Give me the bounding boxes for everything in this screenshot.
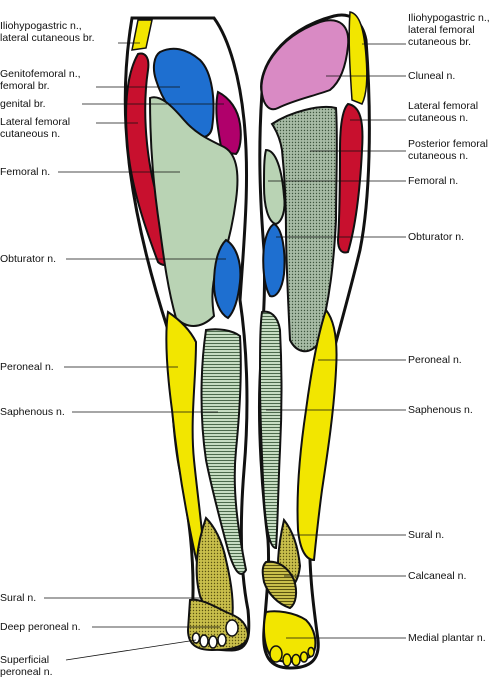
label-right-peroneal: Peroneal n.	[408, 354, 462, 366]
label-left-genitofemoral-femoral-br: Genitofemoral n.,femoral br.	[0, 68, 81, 92]
label-right-obturator: Obturator n.	[408, 231, 465, 243]
right-calcaneal-region	[261, 560, 298, 610]
label-right-calcaneal: Calcaneal n.	[408, 570, 467, 582]
left-iliohypogastric-region	[131, 19, 153, 51]
left-obturator-region	[212, 238, 242, 320]
label-right-femoral: Femoral n.	[408, 175, 459, 187]
right-peroneal-region	[296, 307, 338, 562]
left-genital-branch-region	[215, 90, 242, 156]
right-leader-lines	[266, 43, 406, 639]
right-obturator-region	[262, 222, 286, 298]
label-right-saphenous: Saphenous n.	[408, 404, 473, 416]
label-left-saphenous: Saphenous n.	[0, 406, 65, 418]
left-leader-lines	[44, 42, 226, 661]
right-leg-posterior	[257, 11, 371, 670]
label-left-iliohypogastric-lateral-cutaneous-br: Iliohypogastric n.,lateral cutaneous br.	[0, 20, 95, 44]
label-right-medial-plantar: Medial plantar n.	[408, 632, 486, 644]
label-right-cluneal: Cluneal n.	[408, 70, 456, 82]
label-left-obturator: Obturator n.	[0, 253, 57, 265]
label-left-deep-peroneal: Deep peroneal n.	[0, 621, 81, 633]
label-left-peroneal: Peroneal n.	[0, 361, 54, 373]
label-right-sural: Sural n.	[408, 529, 445, 541]
right-posterior-femoral-cutaneous-region	[270, 106, 338, 353]
right-femoral-region	[262, 148, 286, 226]
label-left-sural: Sural n.	[0, 592, 37, 604]
right-lateral-femoral-cutaneous-region	[336, 102, 364, 254]
right-toes	[269, 645, 315, 667]
right-saphenous-region	[258, 310, 283, 550]
label-left-femoral: Femoral n.	[0, 166, 51, 178]
left-leg-anterior	[123, 16, 251, 652]
left-saphenous-region	[200, 328, 248, 575]
label-left-genital-br: genital br.	[0, 98, 46, 110]
right-cluneal-region	[260, 19, 350, 111]
right-iliohypogastric-region	[348, 11, 368, 105]
